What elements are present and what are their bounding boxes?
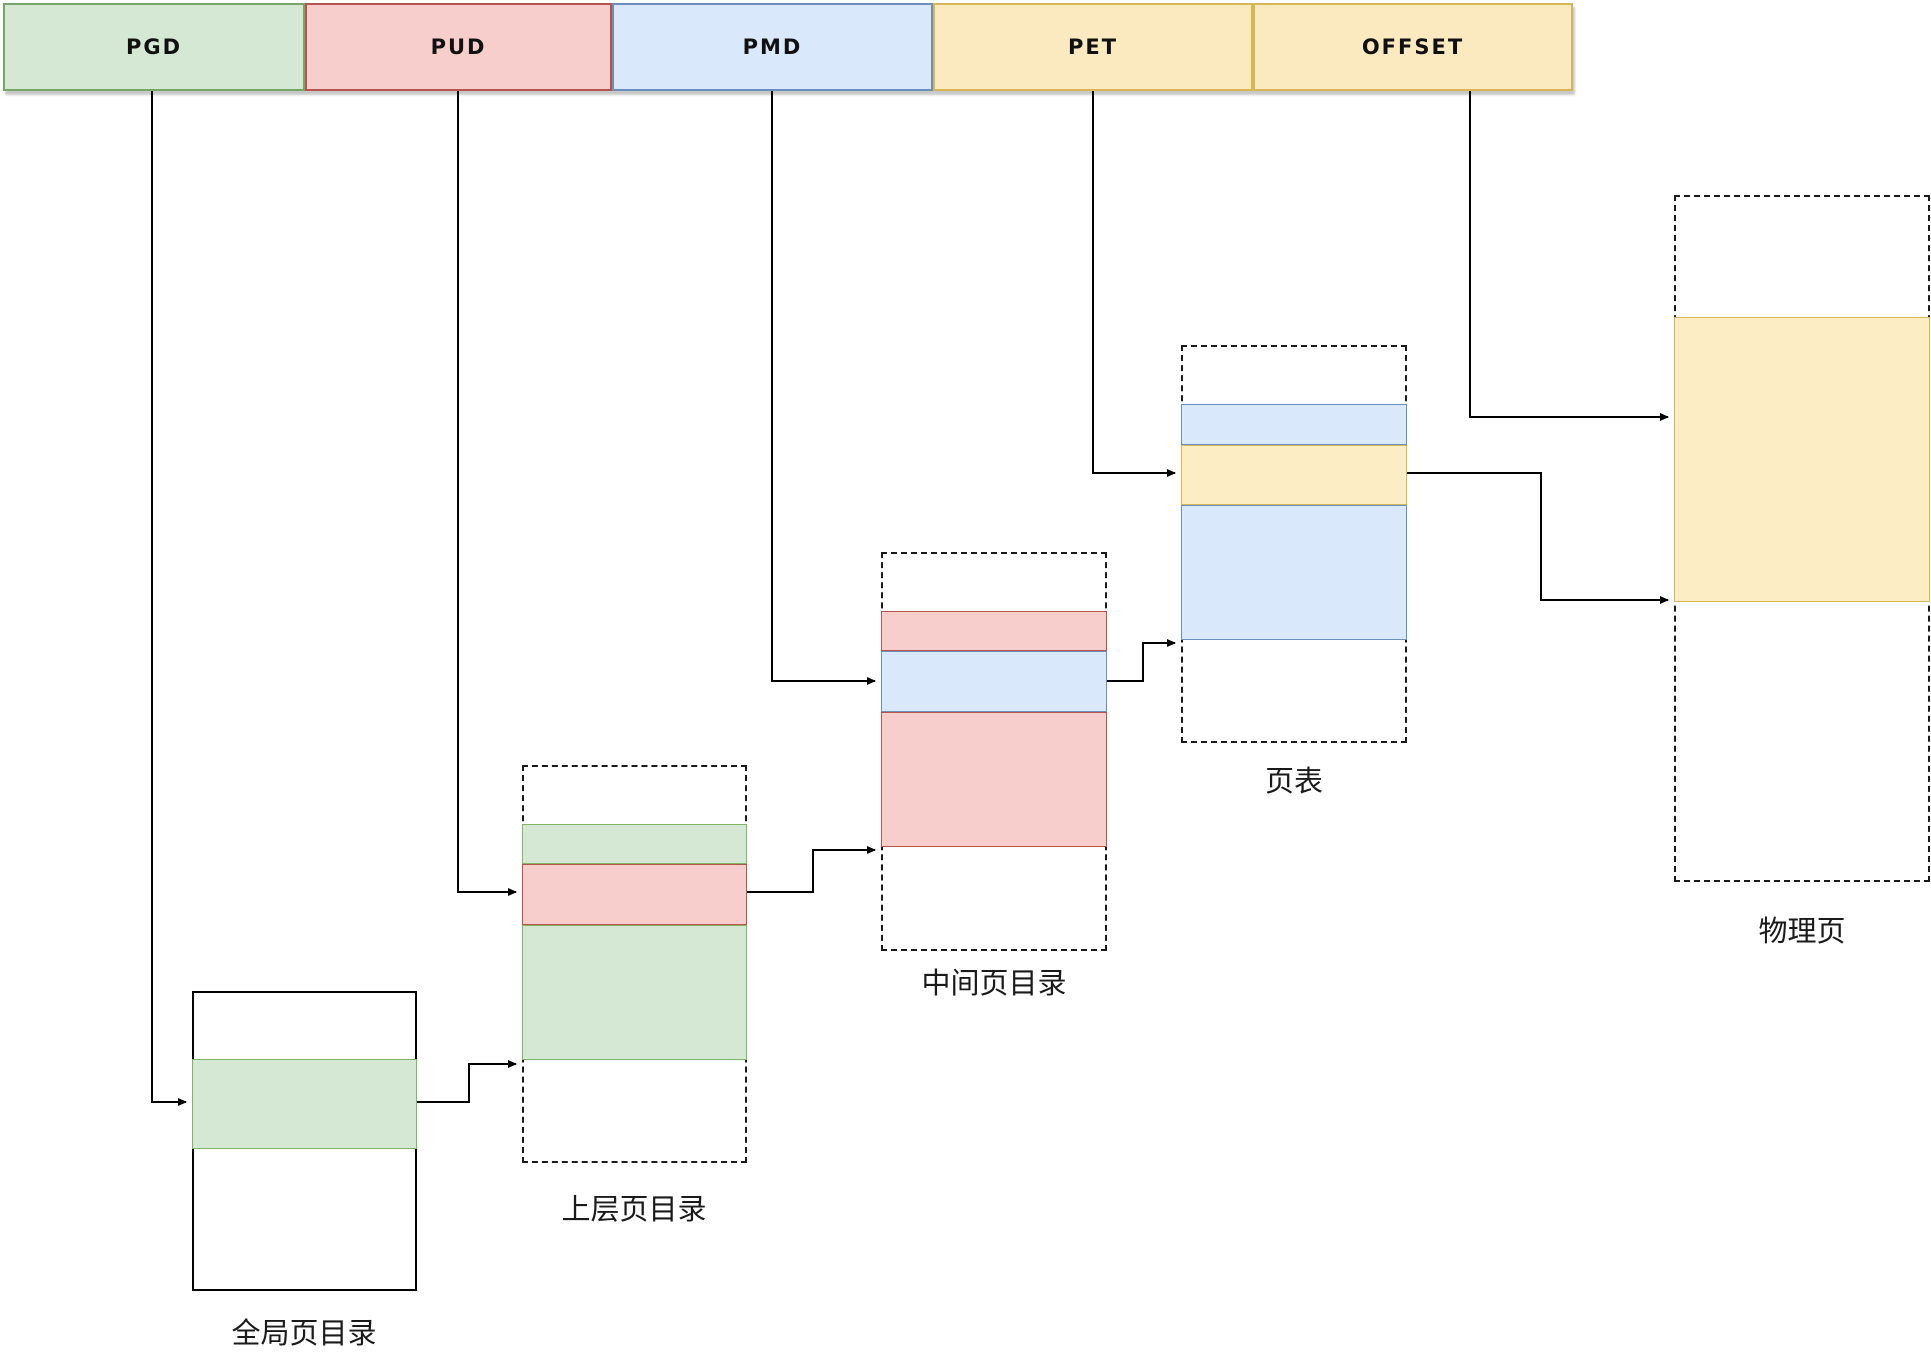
page-table-selected-entry xyxy=(1181,445,1407,505)
arrow-pmd-to-middle-directory xyxy=(771,91,876,685)
middle-directory-entry-red-large xyxy=(881,712,1107,847)
table-middle-page-directory xyxy=(881,552,1107,951)
header-segment-pet: PET xyxy=(933,3,1253,91)
page-table-label: 页表 xyxy=(1264,764,1323,798)
arrow-middle-to-page-table xyxy=(1107,639,1176,682)
table-upper-page-directory xyxy=(522,765,747,1163)
arrow-pud-to-upper-directory xyxy=(457,91,517,896)
header-segment-offset: OFFSET xyxy=(1253,3,1573,91)
header-segment-pud: PUD xyxy=(305,3,612,91)
page-table-entry-blue xyxy=(1181,404,1407,445)
pmd-label: PMD xyxy=(742,35,803,59)
upper-directory-selected-entry xyxy=(522,864,747,925)
physical-page-frame xyxy=(1674,317,1930,602)
pud-label: PUD xyxy=(430,35,487,59)
arrow-offset-to-physical-page xyxy=(1469,91,1669,421)
header-segment-pgd: PGD xyxy=(3,3,305,91)
arrow-page-table-to-physical-page xyxy=(1407,472,1669,604)
middle-directory-selected-entry xyxy=(881,651,1107,712)
middle-directory-entry-red xyxy=(881,611,1107,651)
page-table-entry-blue-large xyxy=(1181,505,1407,640)
physical-page-label: 物理页 xyxy=(1758,914,1846,948)
pgd-label: PGD xyxy=(125,35,183,59)
global-directory-selected-entry xyxy=(192,1059,417,1149)
arrow-pet-to-page-table xyxy=(1092,91,1176,477)
arrow-pgd-to-global-directory xyxy=(151,91,187,1106)
global-page-directory-label: 全局页目录 xyxy=(231,1316,377,1350)
arrow-upper-to-middle-directory xyxy=(747,846,876,893)
upper-directory-entry-green xyxy=(522,824,747,864)
table-page-table xyxy=(1181,345,1407,743)
upper-directory-entry-green-large xyxy=(522,925,747,1060)
upper-page-directory-label: 上层页目录 xyxy=(561,1192,707,1226)
pet-label: PET xyxy=(1067,35,1119,59)
arrow-global-to-upper-directory xyxy=(417,1060,517,1103)
offset-label: OFFSET xyxy=(1361,35,1465,59)
table-physical-page xyxy=(1674,195,1930,882)
header-segment-pmd: PMD xyxy=(612,3,933,91)
table-global-page-directory xyxy=(192,991,417,1291)
middle-page-directory-label: 中间页目录 xyxy=(921,966,1067,1000)
